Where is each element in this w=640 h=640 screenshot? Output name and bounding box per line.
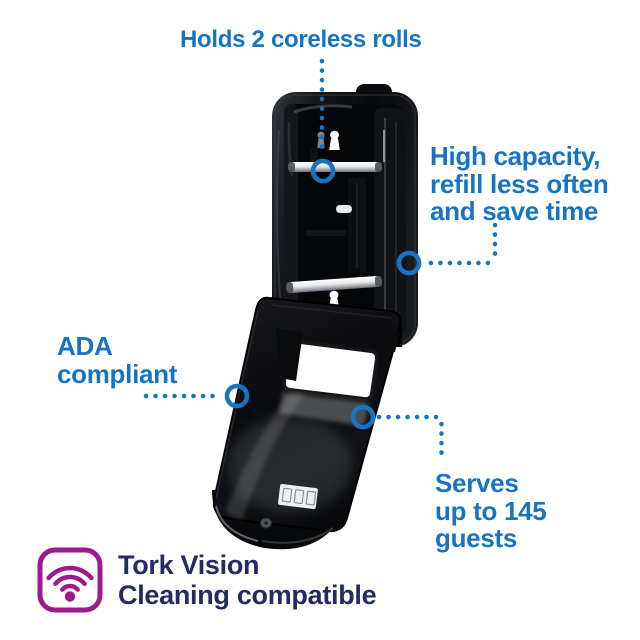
- tork-vision-text: Tork Vision Cleaning compatible: [118, 550, 377, 610]
- lid-rim-light-bottom: [261, 527, 334, 544]
- callout-text-line: up to 145: [435, 495, 547, 526]
- callout-text-line: ADA: [57, 331, 113, 361]
- refill-slot: [336, 205, 352, 213]
- lock-button: [260, 517, 272, 529]
- footer-text-line: Tork Vision: [118, 550, 260, 580]
- housing-left-sheen: [275, 129, 282, 311]
- cavity-right-panel: [374, 108, 406, 334]
- lid-reflection-streak: [225, 392, 305, 520]
- callout-marker-capacity: [396, 250, 422, 276]
- keyhole-top: [329, 130, 340, 150]
- footer-text-line: Cleaning compatible: [118, 580, 377, 610]
- callout-text-line: refill less often: [430, 168, 609, 199]
- lid-rim-light-left: [215, 505, 259, 542]
- wifi-badge: [37, 547, 103, 613]
- spindle-bar-bottom: [285, 275, 383, 294]
- hinge-arm-right: [381, 329, 400, 352]
- lid-reflection-band: [279, 392, 369, 426]
- callout-high-capacity: High capacity, refill less often and sav…: [430, 141, 609, 226]
- tork-vision-footer: Tork Vision Cleaning compatible: [37, 547, 377, 613]
- callout-marker-ada: [224, 383, 250, 409]
- callout-text: Holds 2 coreless rolls: [180, 26, 422, 53]
- hinge-arm-left: [276, 328, 303, 381]
- callout-text-line: guests: [435, 523, 518, 553]
- callout-text-line: Serves: [435, 468, 519, 498]
- lid-top-rim: [271, 304, 393, 319]
- callout-marker-serves: [350, 404, 376, 430]
- callout-text-line: High capacity,: [430, 141, 601, 171]
- lid-label: [278, 483, 318, 510]
- mechanism-bar: [306, 230, 346, 236]
- callout-text-line: compliant: [57, 358, 178, 389]
- callout-marker-holds: [310, 158, 336, 184]
- callout-holds-rolls: Holds 2 coreless rolls: [180, 27, 422, 53]
- wifi-icon: [37, 547, 103, 613]
- cavity-top-reflection: [293, 104, 353, 114]
- callout-serves-guests: Serves up to 145 guests: [435, 468, 547, 553]
- callout-ada-compliant: ADA compliant: [57, 331, 178, 389]
- callout-text-line: and save time: [430, 196, 599, 226]
